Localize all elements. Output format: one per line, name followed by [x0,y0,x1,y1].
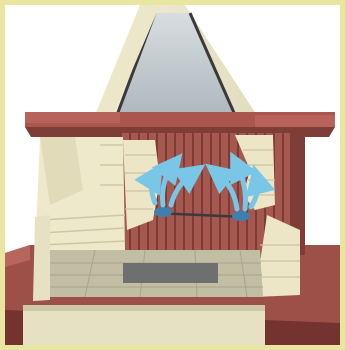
pedestal [23,305,265,345]
fireplace-diagram [5,5,340,345]
front-left-wall [33,215,50,301]
hood [95,5,260,120]
ash-grate [123,263,218,283]
